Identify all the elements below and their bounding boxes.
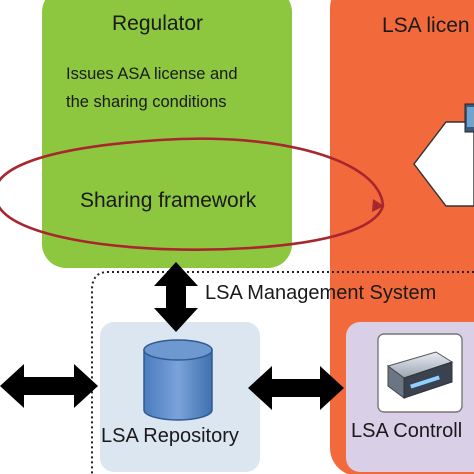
ring-arrowhead-icon [372,199,384,212]
repository-label: LSA Repository [101,425,239,447]
controller-label: LSA Controll [351,420,463,442]
regulator-description-line1: Issues ASA license and [66,65,238,83]
management-system-boundary [91,271,474,474]
server-box-icon [377,333,463,413]
licensee-hexagon [413,121,474,207]
sharing-framework-ring [0,137,385,251]
laptop-icon [464,103,474,133]
sharing-framework-label: Sharing framework [80,189,257,212]
left-repository-arrow [0,364,98,408]
regulator-title: Regulator [112,12,204,35]
regulator-block [42,0,292,268]
regulator-description-line2: the sharing conditions [66,93,227,111]
repository-controller-arrow [248,366,344,410]
database-cylinder-icon [143,339,213,421]
licensee-title: LSA licen [382,14,470,37]
management-system-label: LSA Management System [205,282,437,304]
regulator-repository-arrow [154,262,198,332]
